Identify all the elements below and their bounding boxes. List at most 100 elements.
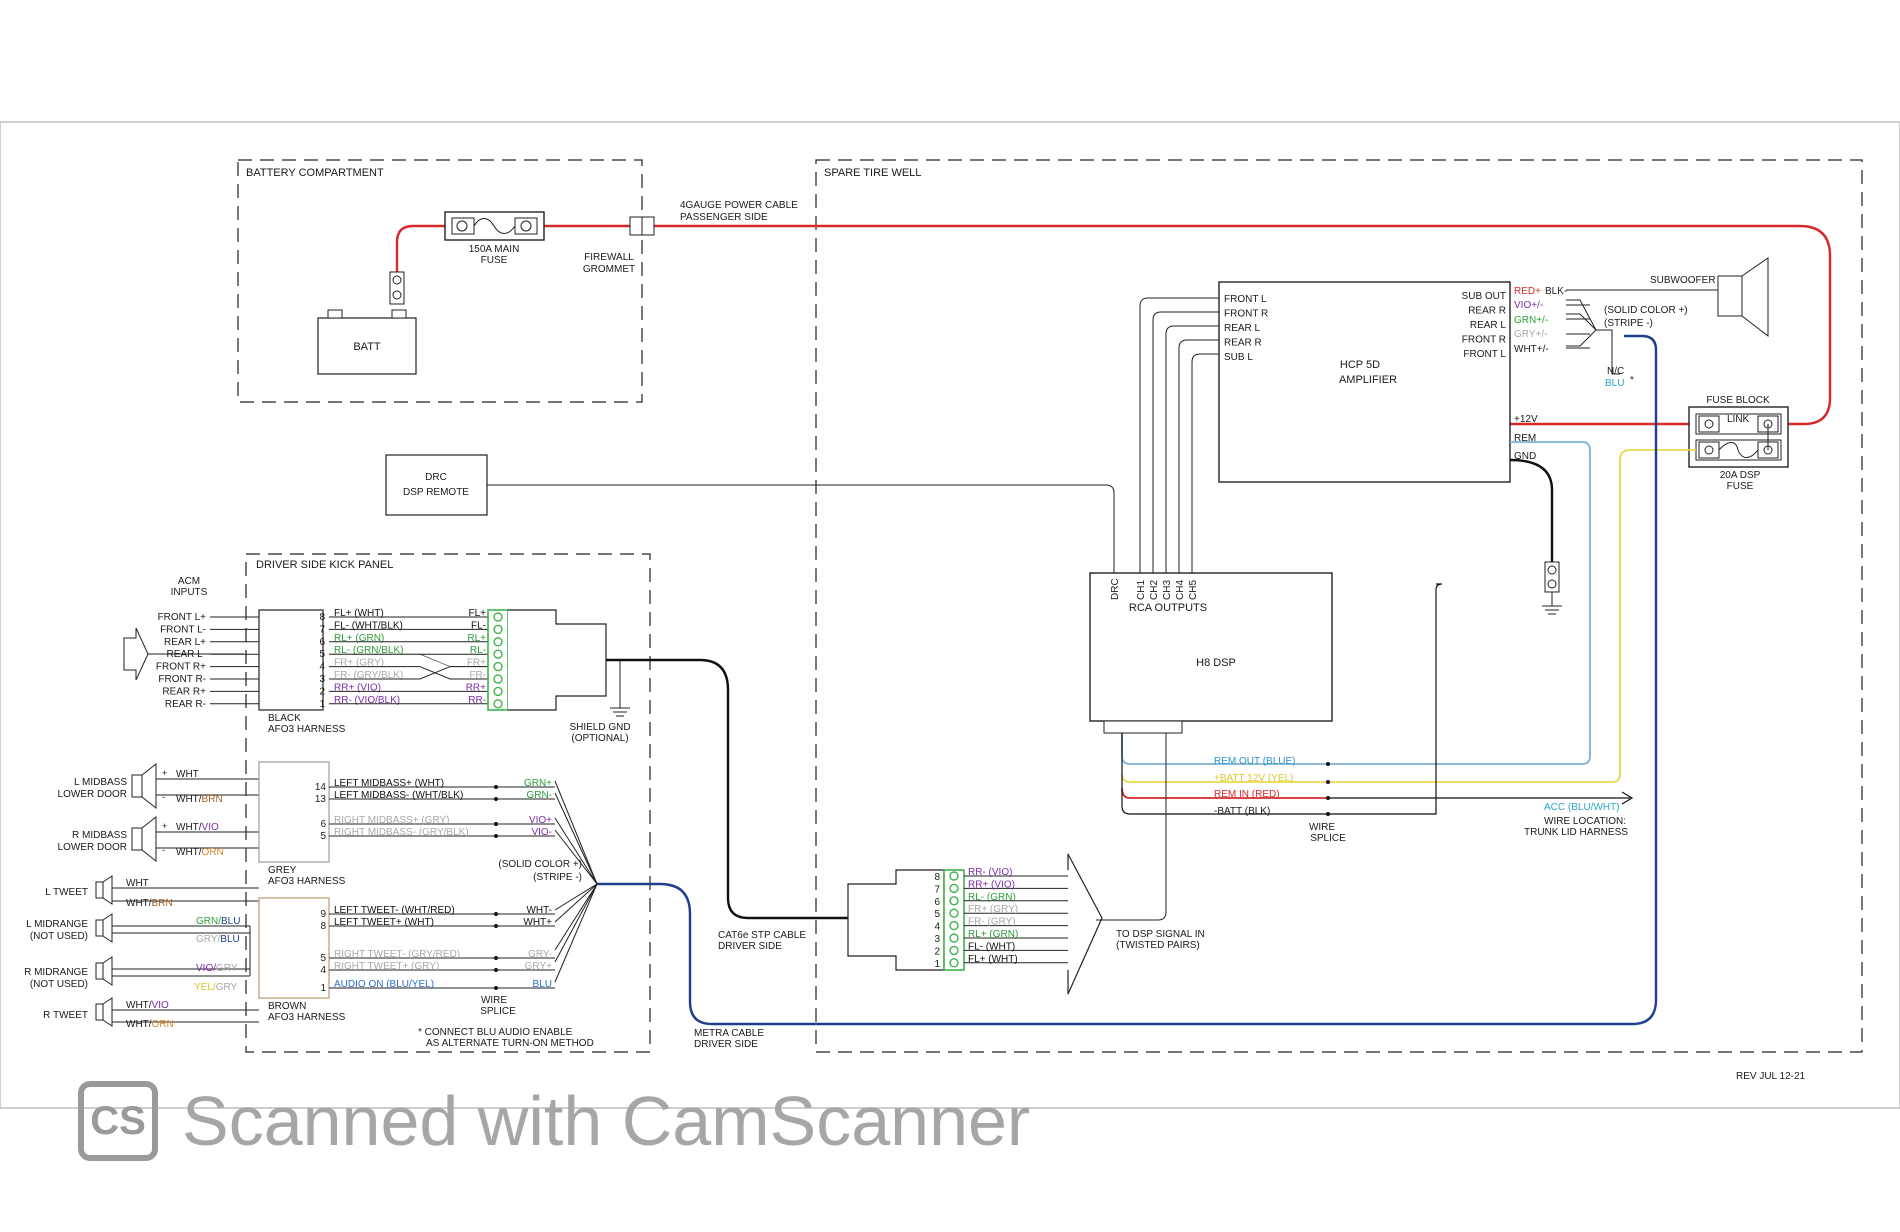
amp-label-2: AMPLIFIER [1339,374,1397,386]
dsp-connector-wire-label: FR- (GRY) [968,917,1016,928]
acm-input-label: FRONT R+ [156,662,206,673]
amp-output-label: SUB OUT [1462,291,1506,302]
dsp-connector-pin: 7 [934,884,940,895]
svg-text:-: - [162,845,165,855]
grey-harness-pin: 13 [315,794,327,805]
dsp-connector-wire-label: RR+ (VIO) [968,879,1015,890]
battery-compartment-box [237,159,643,403]
acm-input-label: FRONT L+ [158,612,207,623]
dsp-connector-pin: 8 [934,872,940,883]
nc-star: * [1630,375,1634,386]
l-midbass-wht: WHT [176,769,199,780]
grey-harness-label-1: GREY [268,865,297,876]
amp-output-label: REAR R [1468,306,1506,317]
dsp-connector-wire-label: RR- (VIO) [968,867,1012,878]
r-midrange-label-1: R MIDRANGE [24,967,88,978]
dsp-side-plug [847,869,945,971]
rca-channel-label: CH2 [1149,580,1160,600]
black-harness-wire-label: FR- (GRY/BLK) [334,670,403,681]
subwoofer-icon [1717,257,1769,338]
grey-harness-short-label: GRN+ [524,778,552,789]
r-tweet-label: R TWEET [43,1010,88,1021]
r-midbass-speaker-icon [131,815,157,863]
watermark-text: Scanned with CamScanner [182,1082,1031,1160]
black-harness-pin: 7 [319,624,325,635]
acm-input-label: FRONT L- [160,624,206,635]
dsp-fuse-label-1: 20A DSP [1720,470,1761,481]
amp-gnd-label: GND [1514,451,1536,462]
brown-splice-1: WIRE [481,995,507,1006]
amp-output-label: REAR L [1470,320,1507,331]
dsp-connector-wire-label: RL- (GRN) [968,892,1016,903]
tweeter-speakers [95,875,113,1027]
brown-harness-label-2: AFO3 HARNESS [268,1012,346,1023]
tw-yelgry: YEL/GRY [194,982,238,993]
sub-wire-blk: BLK- [1545,286,1567,297]
black-harness-short-label: RL- [470,645,486,656]
l-midbass-speaker-icon [131,762,157,810]
brown-harness-wire-label: AUDIO ON (BLU/YEL) [334,979,434,990]
brown-harness-wire-label: LEFT TWEET- (WHT/RED) [334,905,455,916]
brown-harness-pin: 9 [320,909,326,920]
dsp-batt-gnd: -BATT (BLK) [1214,806,1270,817]
black-harness-short-label: FR- [469,670,486,681]
dsp-signal-label-1: TO DSP SIGNAL IN [1116,929,1205,940]
black-harness-short-label: RR+ [466,682,486,693]
rca-channel-label: CH5 [1188,580,1199,600]
fuse-block [1688,406,1789,468]
solid-color-label: (SOLID COLOR +) [498,859,582,870]
black-harness-short-label: FL- [471,620,486,631]
svg-text:+: + [162,768,167,778]
acm-label-2: INPUTS [171,587,208,598]
cat6-label-2: DRIVER SIDE [718,941,782,952]
battery-label: BATT [353,341,381,353]
black-harness-short-label: FR+ [467,658,486,669]
acm-input-lines: FRONT L+FRONT L-REAR L+REAR L-FRONT R+FR… [148,612,259,710]
amp-input-label: SUB L [1224,352,1253,363]
tw-gryblu: GRY/BLU [196,934,240,945]
black-harness [258,609,324,711]
dsp-connector-wire-label: FL+ (WHT) [968,954,1018,965]
acm-input-label: REAR R- [165,699,206,710]
speaker-icon [95,881,104,899]
sub-wire-red: RED+ [1514,286,1541,297]
grey-harness-short-label: VIO- [531,827,552,838]
rca-outputs-label: RCA OUTPUTS [1129,602,1207,614]
amp-gnd-wire [1509,458,1554,562]
black-harness-pin: 5 [319,649,325,660]
wire-location-2: TRUNK LID HARNESS [1524,827,1628,838]
cat6-cable [606,658,848,920]
dsp-connector-wire-label: FR+ (GRY) [968,904,1018,915]
grey-harness-label-2: AFO3 HARNESS [268,876,346,887]
acm-label-1: ACM [178,576,200,587]
power-cable-label-1: 4GAUGE POWER CABLE [680,200,798,211]
amp-input-label: FRONT R [1224,309,1268,320]
rca-channel-label: CH1 [1136,580,1147,600]
black-harness-pin: 3 [319,674,325,685]
shield-wire [606,659,621,708]
main-fuse-label-2: FUSE [481,255,508,266]
acc-label: ACC (BLU/WHT) [1544,802,1620,813]
metra-label-2: DRIVER SIDE [694,1039,758,1050]
brown-harness-pin: 8 [320,921,326,932]
r-midrange-label-2: (NOT USED) [30,979,88,990]
note-line-2: AS ALTERNATE TURN-ON METHOD [426,1038,594,1049]
brown-harness-short-label: GRY- [528,949,552,960]
dsp-signal-arrow [1067,853,1103,995]
nc-blu-label: BLU [1605,378,1624,389]
brown-harness-short-label: WHT+ [523,917,552,928]
drc-label-2: DSP REMOTE [403,487,469,498]
note-line-1: * CONNECT BLU AUDIO ENABLE [418,1027,573,1038]
brown-harness-pin: 4 [320,965,326,976]
black-harness-wire-label: RL- (GRN/BLK) [334,645,403,656]
r-midbass-label-2: LOWER DOOR [58,842,127,853]
l-tweet-label: L TWEET [45,887,88,898]
grey-harness-wire-label: LEFT MIDBASS- (WHT/BLK) [334,790,463,801]
nc-label: N/C [1607,366,1624,377]
